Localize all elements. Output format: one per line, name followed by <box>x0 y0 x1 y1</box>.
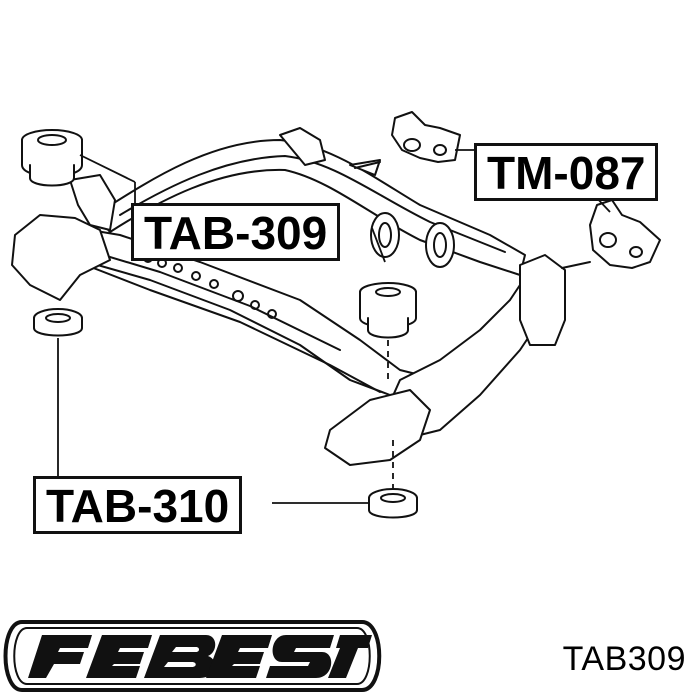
mount-tm087-top <box>391 111 461 163</box>
bushing-tab310-left <box>33 308 83 337</box>
mount-tm087-right <box>589 199 661 269</box>
callout-label-tab309: TAB-309 <box>131 203 341 261</box>
part-code: TAB309 <box>562 640 686 678</box>
bushing-tab310-lower <box>368 488 418 519</box>
bushing-tab309-center <box>359 282 417 339</box>
callout-label-tm087: TM-087 <box>474 143 659 201</box>
left-side-member <box>11 214 111 301</box>
febest-logo <box>3 620 382 692</box>
callout-label-tab310: TAB-310 <box>33 476 243 534</box>
bushing-tab309-top <box>21 129 83 187</box>
